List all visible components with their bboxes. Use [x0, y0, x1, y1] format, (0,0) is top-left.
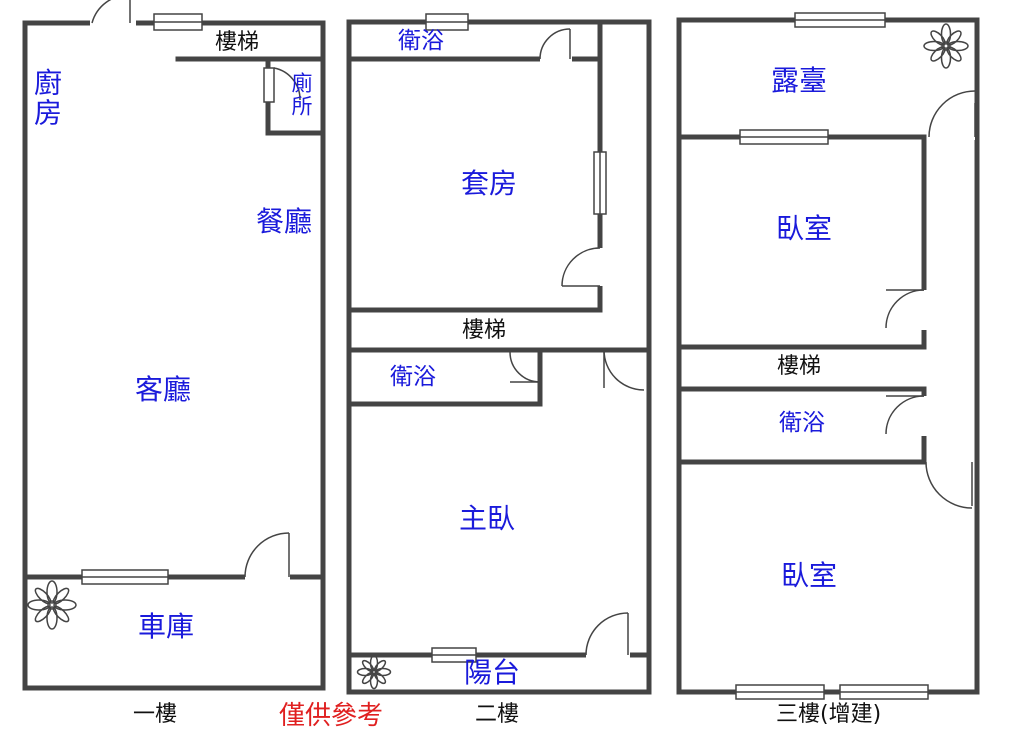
floor-2-bath-mid-wall — [346, 347, 543, 407]
floor-3-bedroom-bottom-door-swing — [925, 461, 973, 509]
floor-2-balcony-door-gap — [586, 650, 630, 660]
floor-2-master-label: 主臥 — [459, 502, 516, 535]
floor-1-openings — [81, 0, 301, 585]
floor-3-terrace-label: 露臺 — [771, 64, 828, 97]
floor-3-bedroom-bottom-label: 臥室 — [781, 559, 838, 592]
floor-1-plant-icon — [27, 580, 77, 630]
floor-2-bath-door-gap — [540, 54, 572, 64]
floor-2-plant-icon — [356, 654, 392, 690]
floor-1-dining-label: 餐廳 — [256, 205, 313, 238]
floor-1-living-label: 客廳 — [135, 373, 192, 406]
floor-3-stairs-label: 樓梯 — [777, 354, 822, 379]
floor-2-bath-mid-door-swing — [509, 351, 541, 383]
floor-1-kitchen-label: 廚房 — [30, 68, 63, 128]
floor-2-caption: 二樓 — [475, 702, 520, 727]
floor-3-bedroom-top-label: 臥室 — [776, 212, 833, 245]
disclaimer-note: 僅供參考 — [279, 701, 384, 731]
floor-2-bath-door-swing — [539, 28, 571, 60]
floor-3-bedroom-top-door-swing — [885, 289, 925, 329]
floor-1-toilet-door — [263, 67, 275, 103]
floor-3-terrace-door-swing — [928, 90, 976, 138]
floor-3-bath-door-gap — [919, 396, 929, 436]
floor-2-bath-top-label: 衛浴 — [398, 28, 444, 54]
floor-3-caption: 三樓(增建) — [776, 702, 882, 727]
floor-2-balcony-label: 陽台 — [464, 656, 521, 689]
floor-2-suite-door-swing — [561, 247, 601, 287]
floor-3-terrace-door-gap — [927, 104, 975, 140]
floor-1-front-door-swing — [91, 0, 112, 24]
floor-1-top-door-gap — [90, 16, 136, 28]
floor-3-bath-door-swing — [885, 395, 925, 435]
floor-2-suite-wall — [346, 19, 603, 313]
floor-2-master-door-swing — [603, 349, 645, 391]
floor-1-toilet-label: 廁所 — [289, 72, 313, 118]
floor-1-walls — [22, 20, 326, 691]
floor-1-garage-label: 車庫 — [138, 610, 195, 643]
floor-3-openings — [735, 12, 976, 700]
floor-2-suite-label: 套房 — [461, 167, 518, 200]
floor-2-bath-mid-label: 衛浴 — [390, 364, 436, 390]
floor-3-bath-label: 衛浴 — [779, 410, 825, 436]
floor-3-plant-icon — [923, 23, 969, 69]
floor-1-outline — [22, 20, 326, 691]
floor-1-garage-door-swing — [244, 532, 290, 578]
floor-1-stairs-label: 樓梯 — [215, 30, 260, 55]
floor-2-balcony-door-swing — [585, 612, 629, 656]
floor-1-garage-door-gap — [245, 572, 290, 582]
floor-2-stairs-label: 樓梯 — [462, 318, 507, 343]
floor-2-suite-door-gap — [595, 248, 605, 286]
floor-2-outline — [346, 19, 652, 695]
floor-3-bedroom-top-door-gap — [919, 290, 929, 330]
floor-1-caption: 一樓 — [133, 702, 178, 727]
floor-1-toilet-door-swing — [273, 67, 301, 101]
floor-2-openings — [425, 13, 645, 663]
